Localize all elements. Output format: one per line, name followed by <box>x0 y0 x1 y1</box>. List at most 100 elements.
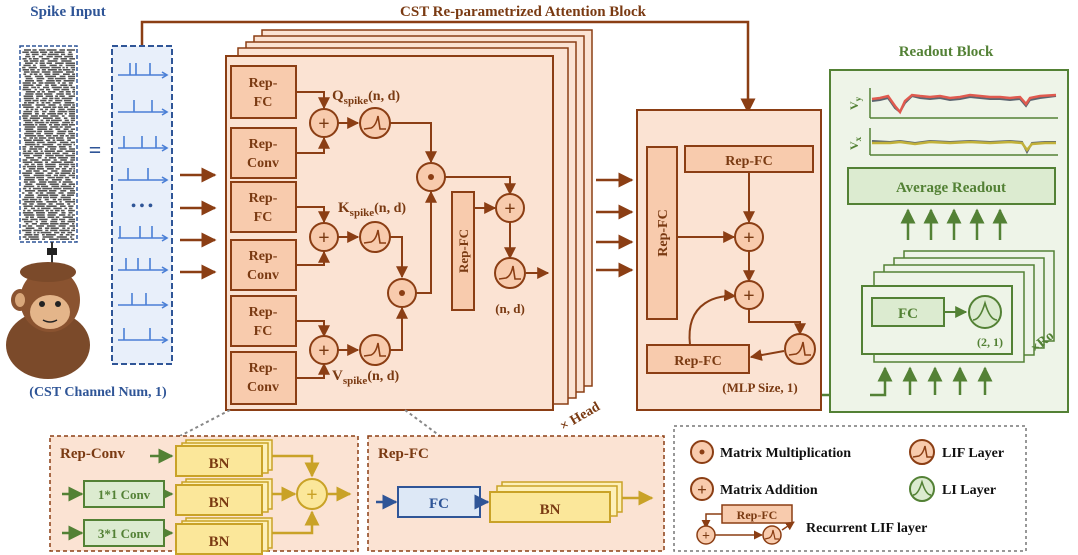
svg-text:1*1 Conv: 1*1 Conv <box>98 487 151 502</box>
rep-fc-detail-title: Rep-FC <box>378 446 429 462</box>
k-lif-icon <box>359 221 391 253</box>
legend-box <box>673 425 1027 552</box>
bn-merge-wires <box>272 454 352 535</box>
svg-text:Conv: Conv <box>247 268 279 283</box>
average-readout: Average Readout <box>847 167 1056 205</box>
mlp-lif <box>784 333 816 365</box>
bn-stack-2: BN <box>175 478 273 516</box>
noise-raster <box>19 45 78 243</box>
v-lif-icon <box>359 334 391 366</box>
svg-text:Rep-FC: Rep-FC <box>725 154 772 169</box>
svg-text:+: + <box>318 227 329 249</box>
mlp-rep-fc-top: Rep-FC <box>684 145 814 173</box>
block-title: CST Re-parametrized Attention Block <box>400 4 647 20</box>
attention-out-add: + <box>495 193 525 223</box>
v-add-op: + <box>309 335 339 365</box>
mlp-recurrent-link <box>749 349 785 361</box>
svg-text:Rep-FC: Rep-FC <box>656 209 671 256</box>
svg-text:Recurrent LIF layer: Recurrent LIF layer <box>806 521 927 536</box>
svg-text:LI Layer: LI Layer <box>942 483 996 498</box>
svg-text:BN: BN <box>209 495 230 511</box>
q-add-op: + <box>309 108 339 138</box>
attention-wires <box>296 91 550 379</box>
legend-li: LI Layer <box>909 476 996 502</box>
spike-trains: • • • <box>111 45 173 365</box>
rep-fc-v: Rep- FC <box>230 295 297 347</box>
svg-text:+: + <box>702 529 710 544</box>
vx-label: Vx <box>847 136 863 150</box>
legend-matmul: Matrix Multiplication <box>690 440 851 464</box>
svg-text:FC: FC <box>898 306 918 322</box>
svg-text:+: + <box>743 227 754 249</box>
k-label: Kspike(n, d) <box>338 200 406 219</box>
li-icon <box>968 295 1002 329</box>
svg-text:+: + <box>697 480 707 499</box>
svg-text:BN: BN <box>209 534 230 550</box>
svg-text:FC: FC <box>254 210 273 225</box>
svg-text:LIF Layer: LIF Layer <box>942 446 1004 461</box>
svg-text:BN: BN <box>209 456 230 472</box>
svg-text:FC: FC <box>429 496 449 512</box>
svg-text:Conv: Conv <box>247 156 279 171</box>
rep-conv-k: Rep- Conv <box>230 239 297 291</box>
rep-fc-fc: FC <box>397 486 481 518</box>
conv-3x1: 3*1 Conv <box>83 519 165 547</box>
svg-text:Conv: Conv <box>247 380 279 395</box>
svg-text:Matrix Addition: Matrix Addition <box>720 483 818 498</box>
svg-text:Rep-: Rep- <box>249 137 278 152</box>
attention-to-mlp-arrows <box>596 172 634 278</box>
legend-matadd: + Matrix Addition <box>690 477 818 501</box>
svg-text:+: + <box>306 484 317 506</box>
readout-fc: FC <box>871 297 945 327</box>
rep-conv-q: Rep- Conv <box>230 127 297 179</box>
svg-text:+: + <box>318 340 329 362</box>
svg-text:Average Readout: Average Readout <box>896 180 1006 196</box>
svg-text:Rep-: Rep- <box>249 191 278 206</box>
v-label: Vspike(n, d) <box>332 368 400 387</box>
readout-title: Readout Block <box>899 44 994 60</box>
svg-text:Rep-: Rep- <box>249 249 278 264</box>
rep-conv-wires <box>62 448 174 541</box>
bn-stack-1: BN <box>175 439 273 477</box>
mlp-wires <box>677 172 806 346</box>
spike-input-title: Spike Input <box>30 4 105 20</box>
monkey-icon <box>6 242 90 379</box>
mlp-add-2: + <box>734 280 764 310</box>
svg-text:+: + <box>743 285 754 307</box>
readout-bottom-arrows <box>870 366 993 397</box>
svg-text:Rep-: Rep- <box>249 361 278 376</box>
vy-label: Vy <box>847 96 863 110</box>
rep-conv-add: + <box>296 478 328 510</box>
rep-conv-v: Rep- Conv <box>230 351 297 405</box>
legend-lif: LIF Layer <box>909 439 1004 465</box>
rep-fc-bn-stack: BN <box>489 481 623 523</box>
svg-text:+: + <box>504 198 515 220</box>
bn-stack-3: BN <box>175 517 273 555</box>
svg-text:Rep-FC: Rep-FC <box>456 229 471 273</box>
svg-text:3*1 Conv: 3*1 Conv <box>98 526 151 541</box>
matmul-op-kv <box>387 278 417 308</box>
attention-rep-fc: Rep-FC <box>451 191 475 311</box>
svg-text:Rep-FC: Rep-FC <box>674 354 721 369</box>
rep-fc-q: Rep- FC <box>230 65 297 119</box>
mlp-rep-fc-vertical: Rep-FC <box>646 146 678 320</box>
zoom-lines <box>179 409 441 437</box>
svg-text:BN: BN <box>540 502 561 518</box>
legend-recurrent: Rep-FC + Recurrent LIF layer <box>696 504 927 545</box>
svg-text:Matrix Multiplication: Matrix Multiplication <box>720 446 851 461</box>
mlp-caption: (MLP Size, 1) <box>722 380 797 395</box>
svg-text:Rep-: Rep- <box>249 76 278 91</box>
vy-trace <box>869 88 1058 119</box>
spike-dots: • • • <box>131 199 153 214</box>
q-label: Qspike(n, d) <box>332 88 400 107</box>
top-connector <box>140 20 756 114</box>
rep-conv-detail-title: Rep-Conv <box>60 446 126 462</box>
svg-text:Rep-FC: Rep-FC <box>737 508 778 522</box>
attention-out-lif <box>494 257 526 289</box>
attention-out-dims: (n, d) <box>495 301 525 316</box>
spike-input-caption: (CST Channel Num, 1) <box>29 385 167 400</box>
q-lif-icon <box>359 107 391 139</box>
mlp-rep-fc-bottom: Rep-FC <box>646 344 750 374</box>
k-add-op: + <box>309 222 339 252</box>
